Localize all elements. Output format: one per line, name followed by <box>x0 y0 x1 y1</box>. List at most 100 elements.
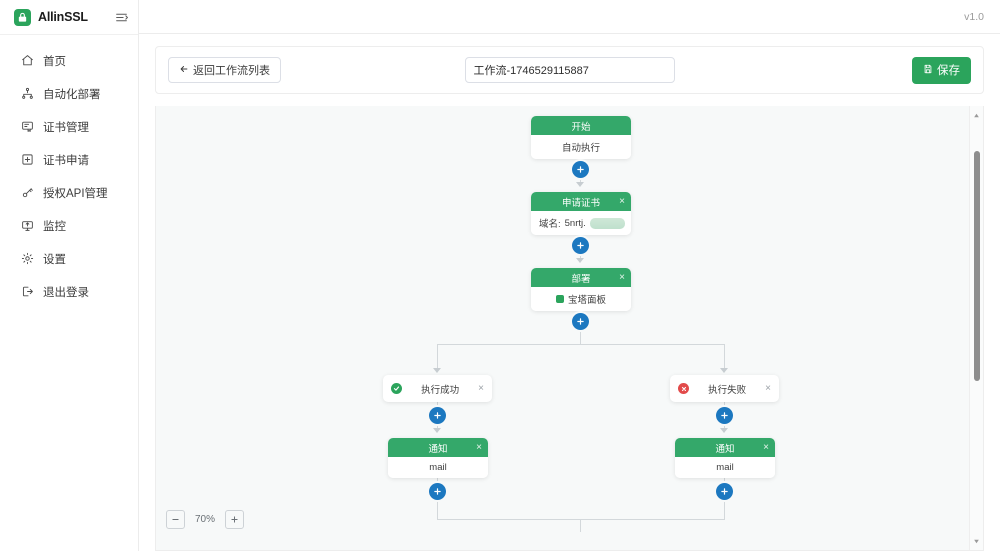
node-deploy-body-text: 宝塔面板 <box>567 295 606 306</box>
certificate-icon <box>20 120 34 134</box>
node-apply-certificate[interactable]: 申请证书 × 域名: 5nrtj. <box>531 192 631 235</box>
add-node-button[interactable] <box>572 237 589 254</box>
sidebar-item-label: 证书管理 <box>43 121 89 134</box>
workflow-canvas[interactable]: 开始 自动执行 申请证书 × 域名: <box>155 106 984 551</box>
zoom-in-button[interactable] <box>225 510 244 529</box>
sidebar-item-label: 监控 <box>43 220 66 233</box>
arrow-left-icon <box>179 64 189 77</box>
close-icon[interactable]: × <box>619 195 625 207</box>
connector-arrow <box>720 428 728 433</box>
monitor-icon <box>20 219 34 233</box>
node-notify-success-title: 通知 <box>428 443 448 455</box>
connector-arrow <box>576 182 584 187</box>
sidebar-collapse-icon[interactable] <box>115 11 128 24</box>
sidebar-item-automation[interactable]: 自动化部署 <box>0 77 138 110</box>
node-deploy[interactable]: 部署 × 宝塔面板 <box>531 268 631 311</box>
save-disk-icon <box>923 64 933 77</box>
back-button-label: 返回工作流列表 <box>193 65 270 77</box>
sitemap-icon <box>20 87 34 101</box>
branch-split-line <box>437 344 724 345</box>
add-node-button[interactable] <box>716 483 733 500</box>
node-branch-fail-label: 执行失败 <box>708 384 747 396</box>
node-branch-fail[interactable]: 执行失败 × <box>670 375 779 402</box>
sidebar-item-label: 授权API管理 <box>43 187 108 200</box>
node-apply-body-label: 域名: <box>539 219 561 230</box>
check-circle-icon <box>391 383 402 394</box>
chevron-up-icon[interactable] <box>970 108 983 122</box>
node-start-title: 开始 <box>571 121 591 133</box>
node-notify-success-header: 通知 × <box>388 438 488 457</box>
node-start[interactable]: 开始 自动执行 <box>531 116 631 159</box>
flow-graph: 开始 自动执行 申请证书 × 域名: <box>156 106 983 550</box>
node-apply-header: 申请证书 × <box>531 192 631 211</box>
key-icon <box>20 186 34 200</box>
node-deploy-title: 部署 <box>571 273 591 285</box>
workflow-name-input[interactable] <box>464 57 675 83</box>
save-button[interactable]: 保存 <box>912 56 971 84</box>
redacted-domain-mask <box>589 217 625 229</box>
brand-header: AllinSSL <box>0 0 138 35</box>
sidebar-item-monitor[interactable]: 监控 <box>0 209 138 242</box>
sidebar-item-cert-apply[interactable]: 证书申请 <box>0 143 138 176</box>
gear-icon <box>20 252 34 266</box>
sidebar-item-cert-manage[interactable]: 证书管理 <box>0 110 138 143</box>
connector-arrow <box>433 428 441 433</box>
add-node-button[interactable] <box>429 483 446 500</box>
zoom-percent-label: 70% <box>194 514 215 525</box>
connector-arrow <box>720 368 728 373</box>
node-notify-fail[interactable]: 通知 × mail <box>675 438 775 478</box>
main-area: v1.0 返回工作流列表 <box>139 0 1000 551</box>
node-notify-fail-body-text: mail <box>716 462 734 473</box>
sidebar-item-label: 设置 <box>43 253 66 266</box>
add-node-button[interactable] <box>572 313 589 330</box>
close-icon[interactable]: × <box>476 441 482 453</box>
close-icon[interactable]: × <box>765 383 771 394</box>
connector-line <box>437 344 438 370</box>
sidebar: AllinSSL 首页 <box>0 0 139 551</box>
back-to-workflow-list-button[interactable]: 返回工作流列表 <box>168 57 281 83</box>
save-button-label: 保存 <box>937 65 960 77</box>
connector-line <box>724 344 725 370</box>
node-branch-success[interactable]: 执行成功 × <box>383 375 492 402</box>
connector-arrow <box>433 368 441 373</box>
sidebar-item-label: 自动化部署 <box>43 88 101 101</box>
add-node-button[interactable] <box>572 161 589 178</box>
close-icon[interactable]: × <box>619 271 625 283</box>
sidebar-item-api-auth[interactable]: 授权API管理 <box>0 176 138 209</box>
add-node-button[interactable] <box>429 407 446 424</box>
x-circle-icon <box>678 383 689 394</box>
node-notify-success[interactable]: 通知 × mail <box>388 438 488 478</box>
sidebar-item-settings[interactable]: 设置 <box>0 242 138 275</box>
workflow-toolbar: 返回工作流列表 保存 <box>155 46 984 94</box>
node-notify-success-body-text: mail <box>429 462 447 473</box>
canvas-vertical-scrollbar[interactable] <box>969 106 983 550</box>
connector-arrow <box>576 258 584 263</box>
node-notify-fail-title: 通知 <box>715 443 735 455</box>
content-wrapper: 返回工作流列表 保存 <box>139 34 1000 551</box>
close-icon[interactable]: × <box>478 383 484 394</box>
node-deploy-body: 宝塔面板 <box>531 287 631 311</box>
top-bar: v1.0 <box>139 0 1000 34</box>
zoom-controls: 70% <box>166 510 244 529</box>
sidebar-item-logout[interactable]: 退出登录 <box>0 275 138 308</box>
sidebar-item-label: 退出登录 <box>43 286 89 299</box>
node-start-body-text: 自动执行 <box>561 143 600 154</box>
zoom-out-button[interactable] <box>166 510 185 529</box>
scrollbar-thumb[interactable] <box>974 151 980 381</box>
node-apply-body: 域名: 5nrtj. <box>531 211 631 235</box>
sidebar-item-label: 首页 <box>43 55 66 68</box>
plus-square-icon <box>20 153 34 167</box>
close-icon[interactable]: × <box>763 441 769 453</box>
sidebar-item-home[interactable]: 首页 <box>0 44 138 77</box>
sidebar-item-label: 证书申请 <box>43 154 89 167</box>
chevron-down-icon[interactable] <box>970 534 983 548</box>
lock-icon <box>14 8 31 26</box>
sidebar-nav: 首页 自动化部署 证书管理 <box>0 35 138 308</box>
node-notify-fail-body: mail <box>675 457 775 478</box>
bt-panel-icon <box>555 295 564 303</box>
add-node-button[interactable] <box>716 407 733 424</box>
connector-line <box>580 519 581 532</box>
node-start-body: 自动执行 <box>531 135 631 159</box>
logout-icon <box>20 285 34 299</box>
